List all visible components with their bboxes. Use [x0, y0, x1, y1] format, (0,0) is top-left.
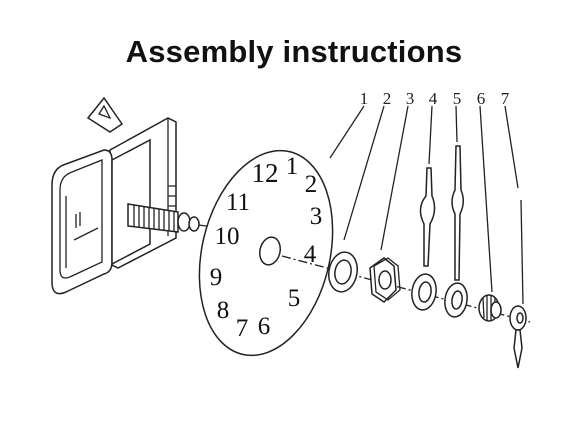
part-label-5: 5 [453, 89, 462, 108]
part-label-3: 3 [406, 89, 415, 108]
dial-numeral-7: 7 [236, 315, 249, 342]
washer [328, 251, 358, 293]
dial-numeral-12: 12 [252, 158, 279, 188]
hour-hand [411, 167, 437, 311]
part-label-4: 4 [429, 89, 438, 108]
dial-numeral-4: 4 [304, 241, 317, 268]
part-label-6: 6 [477, 89, 486, 108]
cap-nut [478, 294, 502, 322]
clock-movement [51, 96, 177, 295]
clock-dial: 12 1 2 3 4 5 6 7 8 9 10 11 [198, 149, 334, 357]
threaded-shaft [127, 203, 214, 233]
diagram-title: Assembly instructions [125, 34, 463, 69]
dial-numeral-11: 11 [226, 189, 250, 216]
assembly-axis [281, 255, 531, 323]
dial-numeral-8: 8 [217, 297, 230, 324]
minute-hand [444, 145, 468, 318]
dial-numeral-1: 1 [286, 153, 299, 180]
part-label-1: 1 [360, 89, 369, 108]
hanger-hook [86, 96, 124, 133]
dial-numeral-2: 2 [305, 171, 318, 198]
hex-nut [369, 257, 401, 303]
dial-numeral-3: 3 [310, 203, 323, 230]
dial-numeral-9: 9 [210, 264, 223, 291]
part-label-2: 2 [383, 89, 392, 108]
dial-numeral-10: 10 [215, 223, 240, 250]
second-hand [509, 199, 527, 369]
part-label-7: 7 [501, 89, 510, 108]
leader-lines [329, 105, 519, 293]
dial-numeral-6: 6 [258, 313, 271, 340]
dial-numeral-5: 5 [288, 285, 301, 312]
